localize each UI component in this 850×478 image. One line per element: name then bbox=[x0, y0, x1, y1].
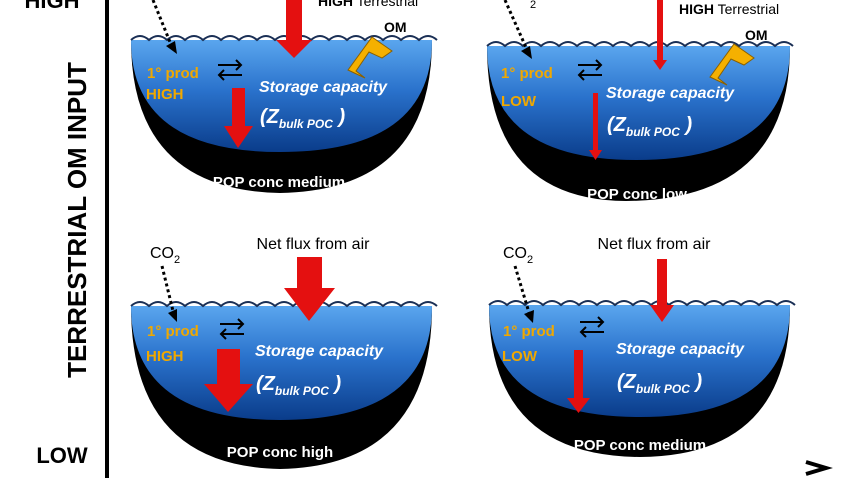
co2-dotted-arrow bbox=[160, 265, 176, 316]
lake-water bbox=[489, 305, 790, 417]
exchange-arrows-icon bbox=[217, 59, 243, 81]
terrestrial-om-label: HIGH Terrestrial bbox=[679, 1, 779, 17]
pop-concentration-label: POP conc high bbox=[227, 444, 333, 461]
export-flux-arrow bbox=[224, 88, 253, 148]
pop-concentration-label: POP conc medium bbox=[213, 174, 345, 191]
co2-subscript-fragment: 2 bbox=[530, 0, 536, 11]
storage-capacity-label: Storage capacity bbox=[616, 341, 745, 358]
om-label: OM bbox=[745, 27, 768, 43]
water-surface-waves bbox=[130, 301, 438, 308]
primary-production-label: 1° prod bbox=[147, 65, 199, 82]
axis-title: TERRESTRIAL OM INPUT bbox=[62, 62, 92, 378]
panel-bottom-left: CO2 Net flux from air 1° prod HIGH Stora… bbox=[130, 236, 438, 469]
water-surface-waves bbox=[488, 300, 796, 307]
exchange-arrows-icon bbox=[577, 59, 603, 81]
export-flux-arrow bbox=[589, 93, 602, 160]
net-flux-label: Net flux from air bbox=[598, 236, 712, 253]
panel-top-left: HIGH Terrestrial OM 1° prod HIGH Storage… bbox=[130, 0, 438, 193]
net-flux-arrow bbox=[276, 0, 312, 58]
co2-arrowhead bbox=[524, 310, 534, 323]
storage-capacity-label: Storage capacity bbox=[255, 343, 384, 360]
co2-arrowhead bbox=[521, 46, 532, 59]
water-surface-waves bbox=[486, 41, 794, 48]
axis-high-label: HIGH bbox=[25, 0, 80, 13]
primary-production-label: 1° prod bbox=[147, 323, 199, 340]
pop-concentration-label: POP conc low bbox=[587, 186, 687, 203]
net-flux-arrow bbox=[284, 257, 335, 321]
primary-production-level: HIGH bbox=[146, 348, 184, 365]
co2-arrowhead bbox=[168, 309, 177, 322]
storage-capacity-label: Storage capacity bbox=[606, 85, 735, 102]
export-flux-arrow bbox=[204, 349, 253, 412]
co2-label: CO2 bbox=[503, 245, 533, 266]
net-flux-arrow bbox=[653, 0, 667, 70]
pop-concentration-label: POP conc medium bbox=[574, 437, 706, 454]
exchange-arrows-icon bbox=[579, 316, 605, 338]
corner-arrow-fragment bbox=[805, 460, 833, 476]
exchange-arrows-icon bbox=[219, 318, 245, 340]
primary-production-label: 1° prod bbox=[501, 65, 553, 82]
lake-water bbox=[131, 306, 432, 420]
om-label: OM bbox=[384, 19, 407, 35]
co2-label: CO2 bbox=[150, 245, 180, 266]
axis-low-label: LOW bbox=[36, 443, 88, 468]
co2-arrowhead bbox=[166, 41, 177, 54]
export-flux-arrow bbox=[567, 350, 590, 413]
primary-production-level: HIGH bbox=[146, 86, 184, 103]
terrestrial-om-label: HIGH Terrestrial bbox=[318, 0, 418, 9]
primary-production-level: LOW bbox=[502, 348, 538, 365]
terrestrial-om-arrow bbox=[347, 36, 393, 79]
co2-dotted-arrow bbox=[513, 265, 532, 317]
storage-capacity-label: Storage capacity bbox=[259, 79, 388, 96]
primary-production-label: 1° prod bbox=[503, 323, 555, 340]
terrestrial-om-arrow bbox=[709, 43, 755, 86]
primary-production-level: LOW bbox=[501, 93, 537, 110]
water-surface-waves bbox=[130, 35, 438, 42]
net-flux-label: Net flux from air bbox=[257, 236, 371, 253]
panel-bottom-right: CO2 Net flux from air 1° prod LOW Storag… bbox=[488, 236, 796, 457]
co2-dotted-arrow bbox=[151, 0, 174, 48]
panel-top-right: 2 HIGH Terrestrial OM 1° prod LOW Storag… bbox=[486, 0, 794, 203]
net-flux-arrow bbox=[650, 259, 674, 322]
